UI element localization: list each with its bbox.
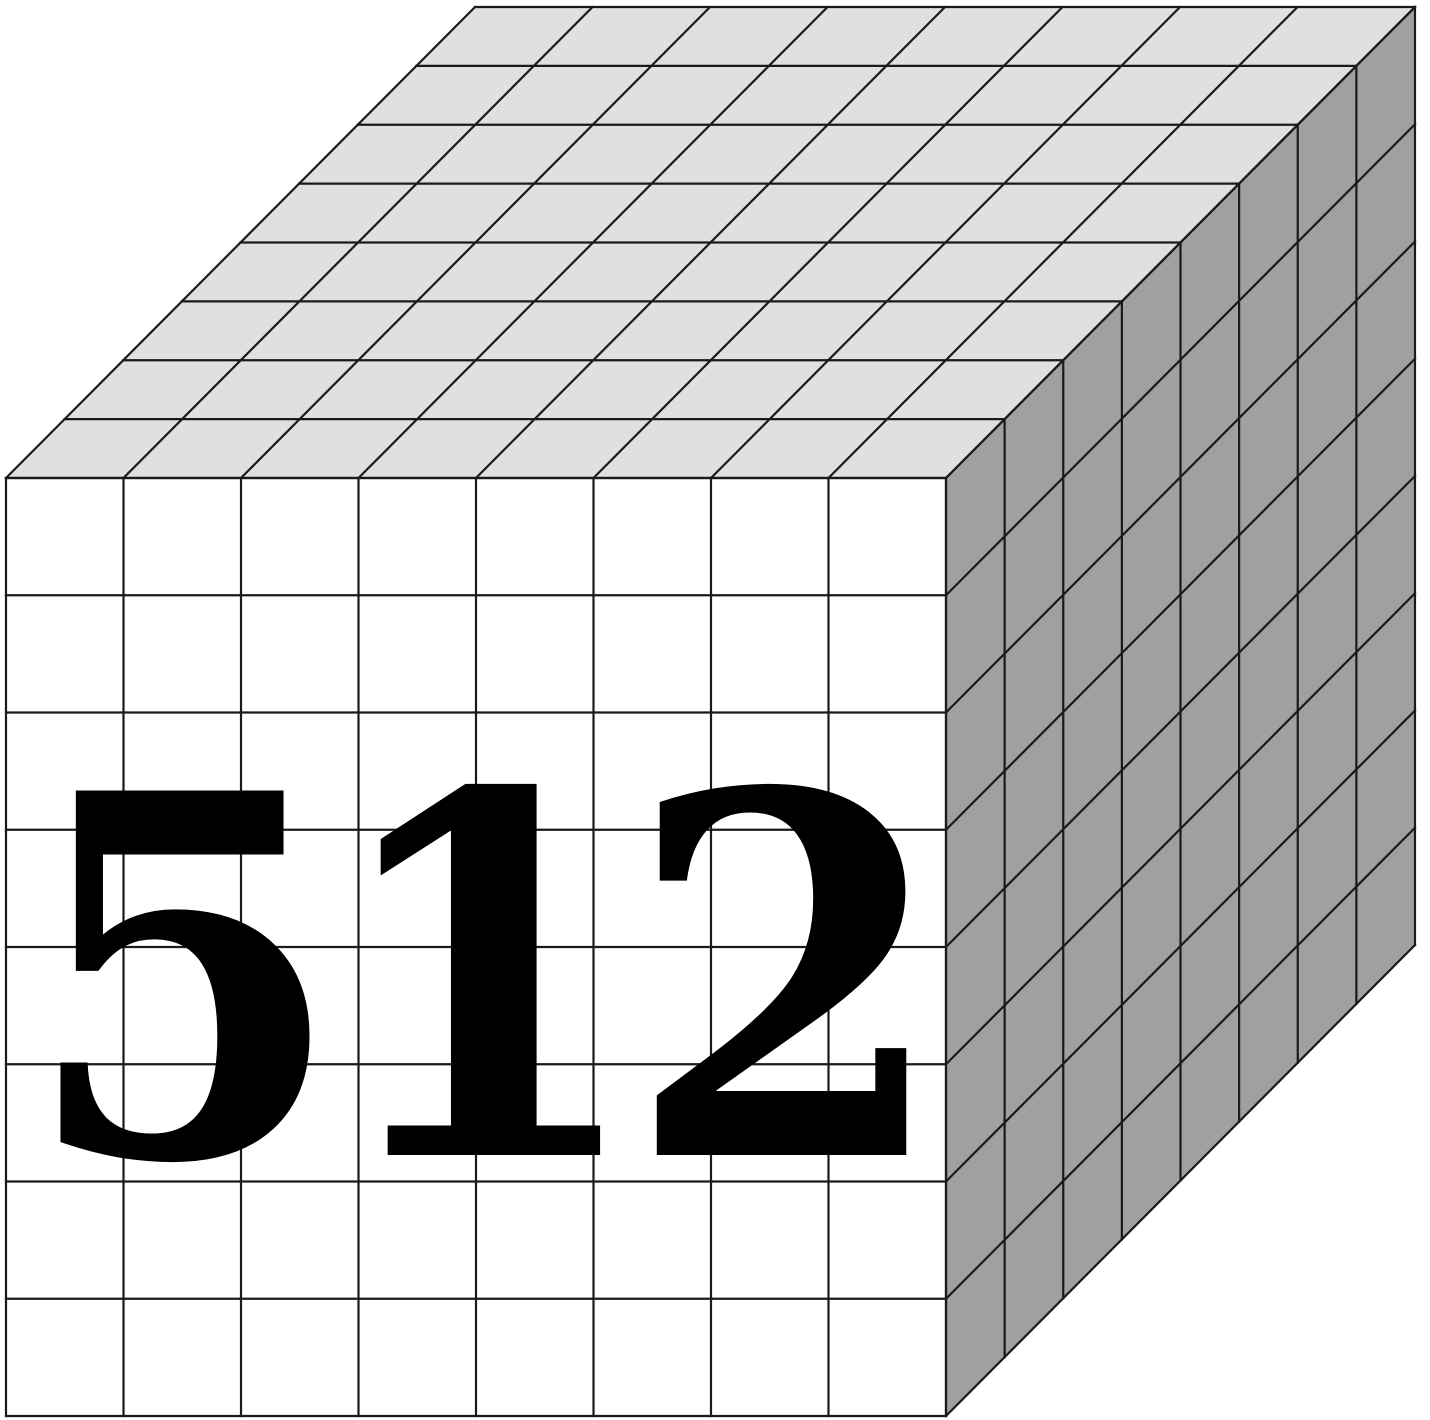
cube-number-label: 512 xyxy=(23,686,928,1273)
